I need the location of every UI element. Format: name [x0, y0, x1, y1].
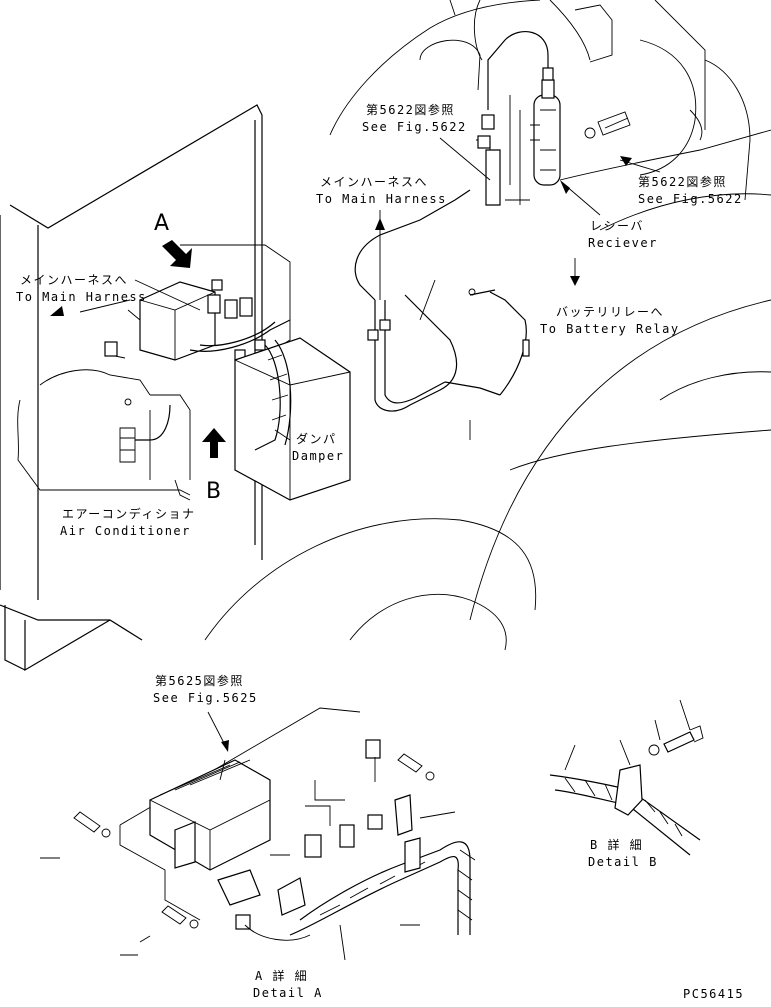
- damper-en: Damper: [292, 449, 344, 463]
- air-conditioner-en: Air Conditioner: [60, 524, 191, 538]
- fig-ref-right-jp: 第5622図参照: [638, 174, 727, 189]
- detail-a-jp: A 詳 細: [255, 968, 308, 983]
- fig-ref-top-en: See Fig.5622: [362, 120, 467, 134]
- receiver: [481, 31, 561, 205]
- fig-ref-right-en: See Fig.5622: [638, 192, 743, 206]
- battery-relay-en: To Battery Relay: [540, 322, 680, 336]
- view-arrow-a: [162, 240, 192, 268]
- cab-panel-outline: [0, 104, 263, 672]
- leader-fig5625: [207, 711, 229, 752]
- receiver-jp: レシーバ: [590, 219, 644, 233]
- detail-b-assembly: [549, 699, 704, 856]
- detail-b-jp: B 詳 細: [590, 837, 643, 852]
- detail-a-en: Detail A: [253, 986, 323, 1000]
- main-harness-left-jp: メインハーネスへ: [20, 273, 128, 287]
- drawing-code: PC56415: [683, 987, 744, 1001]
- main-harness-mid-jp: メインハーネスへ: [320, 175, 428, 189]
- air-conditioner-jp: エアーコンディショナ: [62, 506, 195, 521]
- view-arrow-b: [202, 428, 226, 458]
- main-harness-left-en: To Main Harness: [16, 290, 147, 304]
- receiver-bracket: [476, 135, 501, 206]
- fig-ref-top-jp: 第5622図参照: [366, 102, 455, 117]
- battery-relay-jp: バッテリリレーへ: [556, 305, 664, 319]
- controller-assembly: [127, 244, 291, 361]
- air-conditioner-unit: [17, 341, 191, 501]
- wire-harness-middle: [354, 189, 530, 412]
- main-harness-mid-en: To Main Harness: [316, 192, 447, 206]
- receiver-en: Reciever: [588, 236, 658, 250]
- view-label-a: A: [154, 211, 169, 236]
- detail-b-en: Detail B: [588, 855, 658, 869]
- fig-ref-bottom-en: See Fig.5625: [153, 691, 258, 705]
- bolt-receiver: [584, 111, 631, 139]
- leader-arrowheads: [50, 156, 632, 316]
- text-labels: 第5622図参照 See Fig.5622 第5622図参照 See Fig.5…: [16, 102, 744, 1001]
- damper-jp: ダンパ: [296, 431, 337, 446]
- engine-outline: [329, 0, 771, 201]
- detail-a-assembly: [40, 707, 476, 961]
- fig-ref-bottom-jp: 第5625図参照: [155, 673, 244, 688]
- machine-body-curves: [204, 193, 771, 651]
- damper: [234, 337, 351, 501]
- view-label-b: B: [206, 479, 221, 504]
